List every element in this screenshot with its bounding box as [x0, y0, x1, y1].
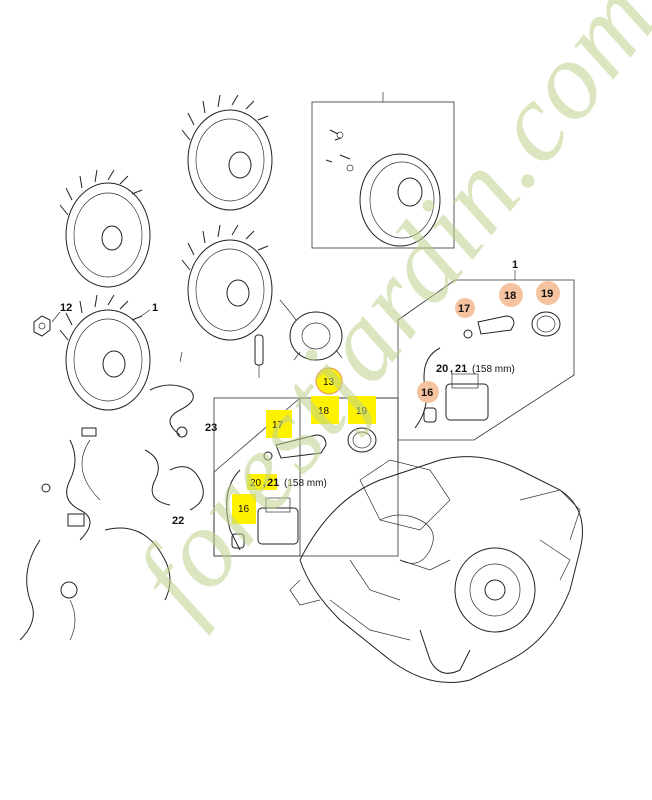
- callout-18-orange: 18: [504, 290, 516, 302]
- callout-20-sep: ,: [263, 478, 266, 489]
- callout-158mm-yellow: (158 mm): [284, 478, 327, 489]
- orange-17: [455, 298, 475, 318]
- callout-1: 1: [152, 302, 158, 314]
- callout-20-sep-orange: ,: [450, 363, 453, 375]
- callout-12: 12: [60, 302, 72, 314]
- callout-21-yellow: 21: [267, 477, 279, 489]
- highlight-17: [266, 410, 292, 438]
- callout-17-yellow: 17: [272, 420, 284, 431]
- highlight-18: [311, 396, 339, 424]
- orange-19: [536, 281, 560, 305]
- callout-22: 22: [172, 515, 184, 527]
- highlight-19: [348, 396, 376, 424]
- callout-19-yellow: 19: [356, 406, 368, 417]
- callout-17-orange: 17: [458, 303, 470, 315]
- callout-21-orange: 21: [455, 363, 467, 375]
- wiring-harness-middle: [144, 351, 204, 511]
- callout-23: 23: [205, 422, 217, 434]
- highlight-13: [315, 367, 343, 395]
- nut-part: [33, 311, 61, 337]
- inset-flywheel-box: [311, 92, 455, 249]
- flywheel-middle: [181, 224, 273, 341]
- callout-19-orange: 19: [541, 288, 553, 300]
- callout-1-right: 1: [512, 259, 518, 271]
- chainsaw-engine: [289, 456, 583, 683]
- callout-13: 13: [323, 377, 335, 388]
- flywheel-top-middle: [181, 94, 273, 211]
- highlight-16: [232, 494, 256, 524]
- callout-18-yellow: 18: [318, 406, 330, 417]
- callout-20-yellow: 20: [250, 478, 262, 489]
- callout-158mm-orange: (158 mm): [472, 364, 515, 375]
- stator-coil: [254, 299, 343, 378]
- orange-16: [417, 381, 439, 403]
- flywheel-top-left: [59, 169, 151, 288]
- wiring-harness-left: [19, 427, 171, 641]
- callout-16-orange: 16: [421, 387, 433, 399]
- highlight-20-21: [247, 474, 277, 490]
- flywheel-bottom-left: [59, 294, 151, 411]
- callout-16-yellow: 16: [238, 504, 250, 515]
- callout-20-orange: 20: [436, 363, 448, 375]
- orange-18: [499, 283, 523, 307]
